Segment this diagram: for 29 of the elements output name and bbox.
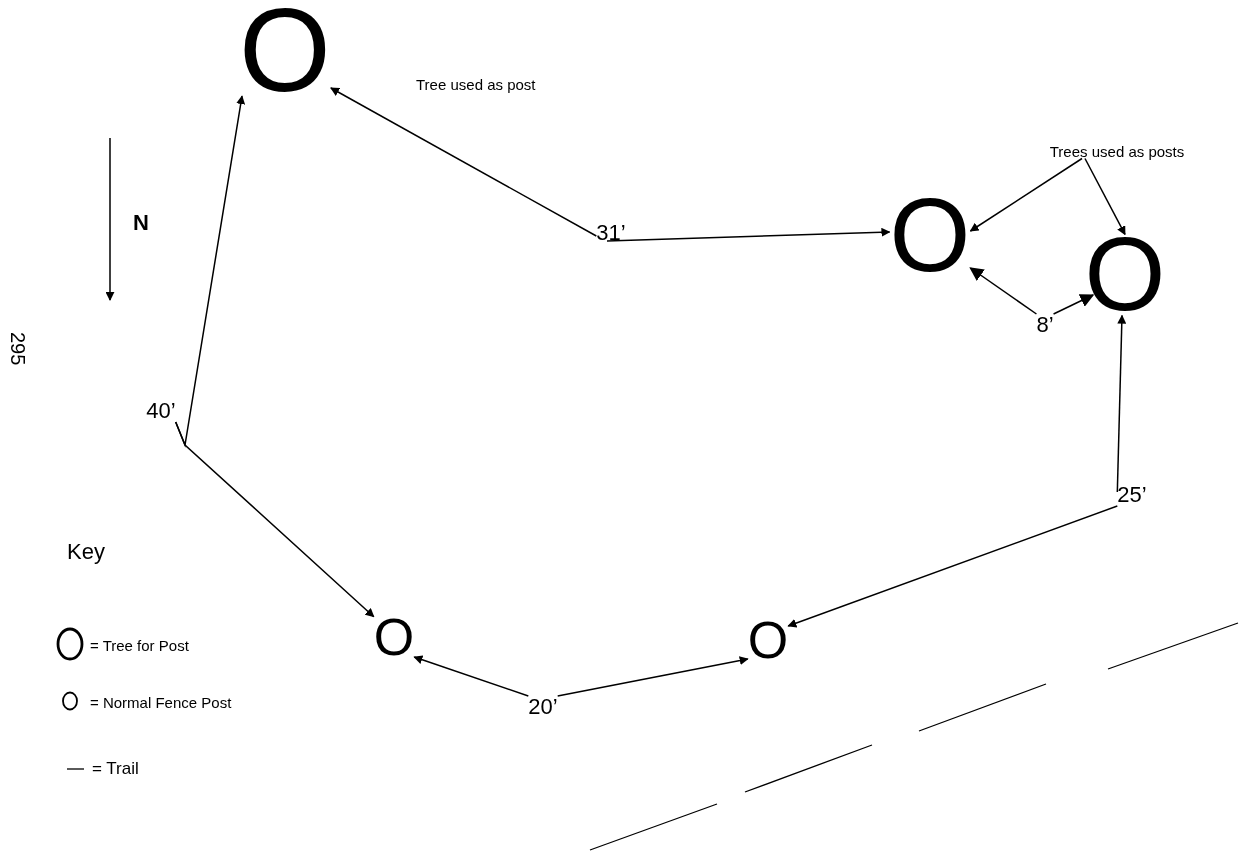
arrow (1052, 294, 1095, 315)
arrow (413, 655, 530, 697)
key-heading: Key (67, 541, 105, 563)
arrow (606, 227, 891, 242)
distance-label: 25’ (1117, 484, 1147, 506)
callout-text: Tree used as post (416, 77, 536, 92)
legend-text: = Tree for Post (90, 638, 189, 653)
arrow (174, 421, 375, 618)
distance-label: 31’ (596, 222, 626, 244)
arrow (787, 505, 1119, 628)
tree-post-marker: O (1084, 234, 1166, 316)
arrow (330, 87, 598, 237)
tree-post-marker: O (239, 4, 331, 96)
legend-text: = Normal Fence Post (90, 695, 232, 710)
legend-text: = Trail (92, 760, 139, 777)
distance-label: 8’ (1036, 314, 1054, 336)
distance-label: 40’ (146, 400, 176, 422)
arrow (556, 656, 749, 697)
arrow (1084, 157, 1126, 236)
callout-text: Trees used as posts (1049, 143, 1185, 159)
north-label: N (133, 212, 149, 234)
arrow (969, 157, 1083, 232)
fence-post-marker: O (373, 616, 415, 658)
fence-post-marker: O (747, 619, 789, 661)
page-number: 295 (8, 332, 28, 366)
tree-post-marker: O (889, 195, 971, 277)
arrow (969, 267, 1038, 315)
distance-label: 20’ (528, 696, 558, 718)
arrow (1116, 314, 1127, 493)
